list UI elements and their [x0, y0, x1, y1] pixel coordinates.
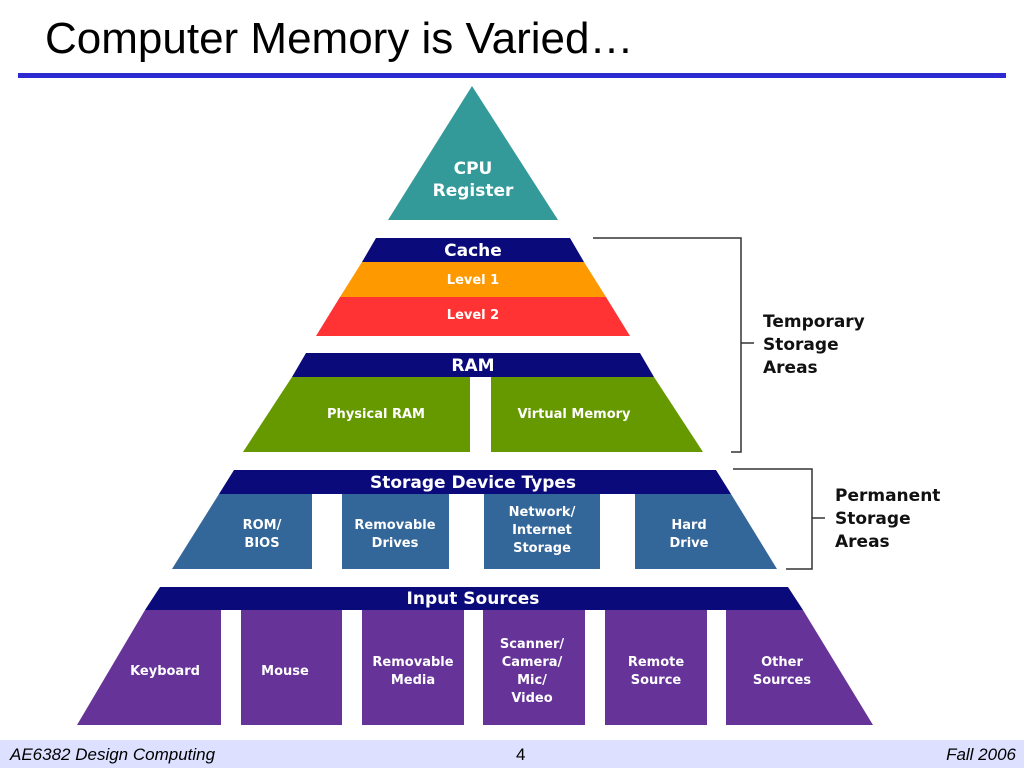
other-sources-label-1: Other — [761, 655, 803, 670]
slide-title: Computer Memory is Varied… — [45, 14, 634, 63]
scanner-block — [483, 610, 585, 725]
memory-pyramid-diagram: CPU Register Cache Level 1 Level 2 RAM P… — [77, 86, 940, 725]
footer-bar — [0, 740, 1024, 768]
storage-header-band — [219, 470, 731, 494]
footer-term: Fall 2006 — [946, 745, 1016, 764]
remote-source-block — [605, 610, 707, 725]
input-header-label: Input Sources — [407, 589, 540, 609]
bios-label: BIOS — [244, 536, 279, 551]
cache-header-band — [362, 238, 584, 262]
input-header-band — [145, 587, 803, 610]
permanent-label-2: Storage — [835, 509, 911, 529]
removable-media-label-2: Media — [391, 673, 435, 688]
rom-bios-block — [172, 494, 312, 569]
cache-level1-label: Level 1 — [447, 273, 499, 288]
temporary-label-1: Temporary — [763, 312, 865, 332]
virtual-memory-block — [491, 377, 703, 452]
removable-drives-block — [342, 494, 449, 569]
temporary-label-3: Areas — [763, 358, 818, 378]
removable-drives-label-1: Removable — [354, 518, 435, 533]
physical-ram-block — [243, 377, 470, 452]
title-rule — [18, 73, 1006, 78]
cpu-register-block — [388, 86, 558, 220]
removable-media-label-1: Removable — [372, 655, 453, 670]
mouse-block — [241, 610, 342, 725]
hard-drive-label-2: Drive — [670, 536, 709, 551]
storage-header-label: Storage Device Types — [370, 473, 576, 493]
scanner-label-1: Scanner/ — [500, 637, 565, 652]
permanent-label-3: Areas — [835, 532, 890, 552]
mouse-label: Mouse — [261, 664, 309, 679]
network-label-1: Network/ — [509, 505, 576, 520]
keyboard-label: Keyboard — [130, 664, 200, 679]
removable-drives-label-2: Drives — [372, 536, 419, 551]
ram-header-label: RAM — [451, 356, 494, 376]
removable-media-block — [362, 610, 464, 725]
keyboard-block — [77, 610, 221, 725]
cache-header-label: Cache — [444, 241, 502, 261]
temporary-label-2: Storage — [763, 335, 839, 355]
hard-drive-label-1: Hard — [671, 518, 706, 533]
hard-drive-block — [635, 494, 777, 569]
permanent-bracket — [733, 468, 813, 570]
cache-level2-band — [316, 297, 630, 336]
rom-label: ROM/ — [243, 518, 282, 533]
register-label: Register — [433, 181, 514, 201]
footer-course-name: AE6382 Design Computing — [10, 745, 216, 764]
network-label-2: Internet — [512, 523, 572, 538]
physical-ram-label: Physical RAM — [327, 407, 425, 422]
other-sources-label-2: Sources — [753, 673, 811, 688]
network-storage-block — [484, 494, 600, 569]
remote-source-label-2: Source — [631, 673, 682, 688]
virtual-memory-label: Virtual Memory — [517, 407, 631, 422]
other-sources-block — [726, 610, 873, 725]
scanner-label-2: Camera/ — [502, 655, 563, 670]
remote-source-label-1: Remote — [628, 655, 685, 670]
cpu-label: CPU — [454, 159, 493, 179]
network-label-3: Storage — [513, 541, 571, 556]
cache-level1-band — [340, 262, 606, 297]
permanent-label-1: Permanent — [835, 486, 940, 506]
cache-level2-label: Level 2 — [447, 308, 499, 323]
ram-header-band — [292, 353, 654, 377]
temporary-bracket — [593, 237, 742, 453]
scanner-label-4: Video — [511, 691, 552, 706]
footer-page-number: 4 — [516, 745, 526, 764]
scanner-label-3: Mic/ — [517, 673, 547, 688]
